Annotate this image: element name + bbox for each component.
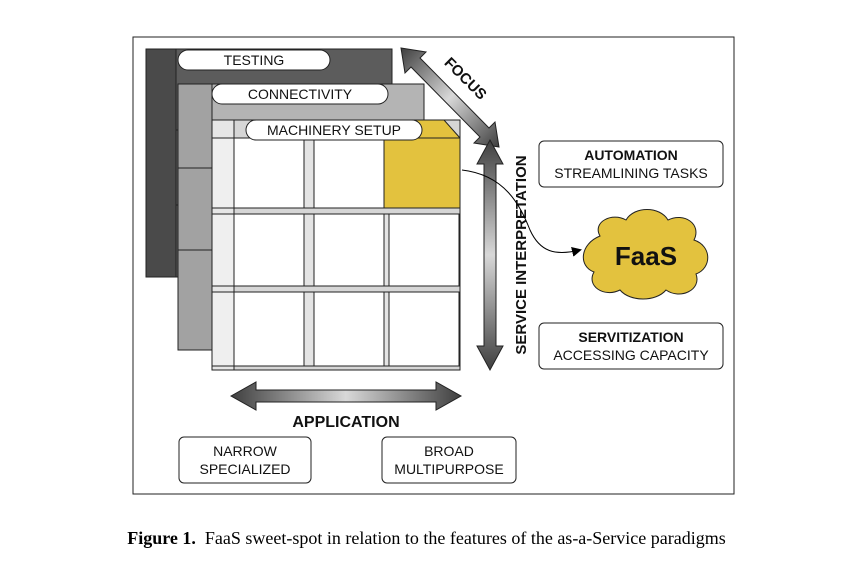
cube <box>313 291 385 367</box>
svg-text:MACHINERY SETUP: MACHINERY SETUP <box>267 122 401 138</box>
svg-text:SPECIALIZED: SPECIALIZED <box>199 461 290 477</box>
cube <box>233 213 305 287</box>
cube <box>233 291 305 367</box>
faas-cloud: FaaS <box>583 209 709 300</box>
svg-text:SERVITIZATION: SERVITIZATION <box>578 329 683 345</box>
cube <box>388 213 460 287</box>
servitization-box: SERVITIZATION ACCESSING CAPACITY <box>538 322 724 370</box>
front-grid <box>211 137 460 367</box>
highlighted-cube <box>383 119 461 209</box>
layer-label-machinery-setup: MACHINERY SETUP <box>245 119 423 141</box>
svg-text:BROAD: BROAD <box>424 443 474 459</box>
svg-text:CONNECTIVITY: CONNECTIVITY <box>248 86 353 102</box>
cube <box>313 137 385 209</box>
faas-connector <box>461 169 582 257</box>
layer-label-testing: TESTING <box>177 49 331 71</box>
svg-text:TESTING: TESTING <box>224 52 285 68</box>
svg-text:MULTIPURPOSE: MULTIPURPOSE <box>394 461 503 477</box>
cube <box>388 291 460 367</box>
cube <box>233 137 305 209</box>
svg-text:SERVICE INTERPRETATION: SERVICE INTERPRETATION <box>513 155 530 354</box>
svg-text:FaaS: FaaS <box>615 241 677 271</box>
svg-text:APPLICATION: APPLICATION <box>292 414 399 431</box>
svg-text:ACCESSING CAPACITY: ACCESSING CAPACITY <box>553 347 709 363</box>
svg-text:AUTOMATION: AUTOMATION <box>584 147 678 163</box>
svg-text:NARROW: NARROW <box>213 443 278 459</box>
layer-label-connectivity: CONNECTIVITY <box>211 83 389 105</box>
automation-box: AUTOMATION STREAMLINING TASKS <box>538 140 724 188</box>
caption-text: FaaS sweet-spot in relation to the featu… <box>204 528 726 548</box>
application-arrow: APPLICATION <box>229 381 463 431</box>
caption-label: Figure 1. <box>127 528 196 548</box>
svg-text:STREAMLINING TASKS: STREAMLINING TASKS <box>554 165 708 181</box>
cube <box>313 213 385 287</box>
broad-box: BROAD MULTIPURPOSE <box>381 436 517 484</box>
figure-caption: Figure 1. FaaS sweet-spot in relation to… <box>0 528 853 549</box>
narrow-box: NARROW SPECIALIZED <box>178 436 312 484</box>
